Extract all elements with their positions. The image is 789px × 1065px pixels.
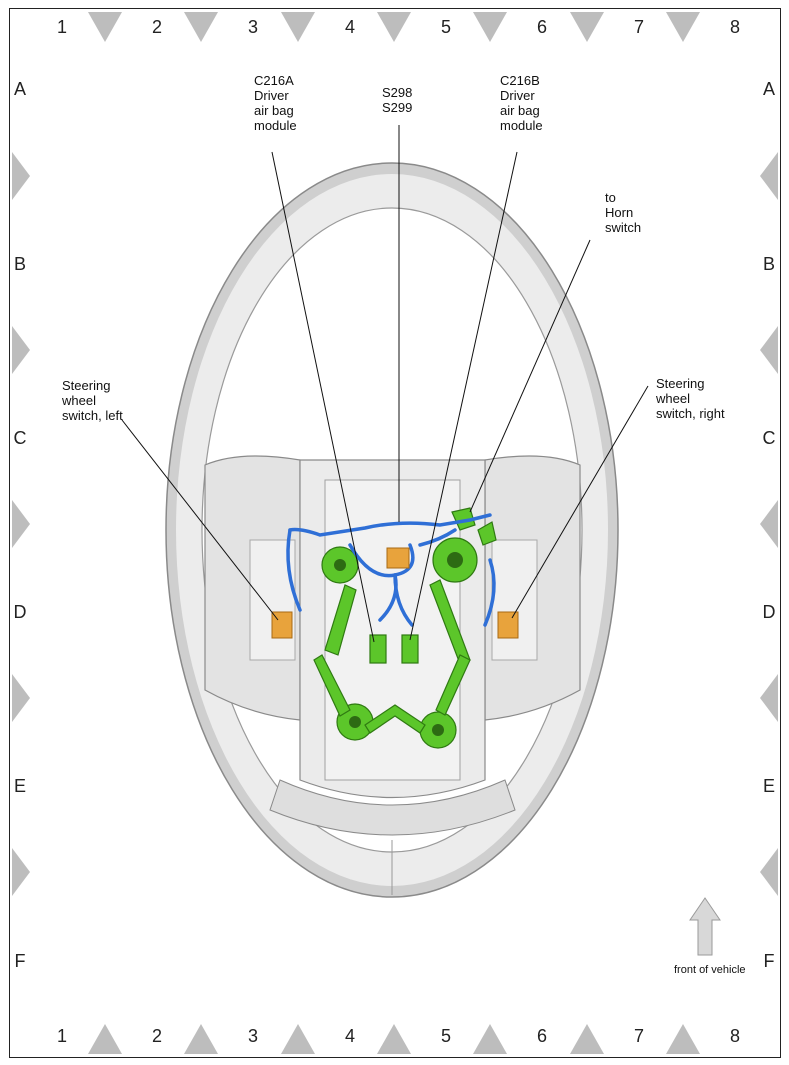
row-label-right-d: D	[762, 602, 776, 622]
bracket-holes	[334, 552, 463, 736]
top-marker	[570, 12, 604, 42]
callout-switch-right: Steering wheel switch, right	[656, 376, 725, 421]
callout-c216b: C216B Driver air bag module	[500, 73, 543, 133]
column-label-top-7: 7	[633, 17, 644, 37]
left-marker	[12, 500, 30, 548]
bracket-block	[369, 634, 387, 664]
top-marker	[473, 12, 507, 42]
bracket-hole	[447, 552, 463, 568]
connector-splice	[386, 547, 410, 569]
leader-c216b	[409, 151, 518, 641]
left-marker	[12, 848, 30, 896]
row-label-left-a: A	[13, 79, 26, 99]
top-marker	[377, 12, 411, 42]
bottom-marker	[570, 1024, 604, 1054]
wire	[483, 558, 496, 627]
leader-horn	[469, 239, 591, 513]
callout-switch-left: Steering wheel switch, left	[62, 378, 123, 423]
wiring-harness	[286, 513, 496, 627]
bracket-block	[401, 634, 419, 664]
bracket-hole	[432, 724, 444, 736]
bracket-hole	[349, 716, 361, 728]
top-marker	[184, 12, 218, 42]
right-marker	[760, 152, 778, 200]
connector-right-switch	[497, 611, 519, 639]
leader-c216a	[271, 151, 375, 643]
row-label-left-d: D	[13, 602, 27, 622]
column-label-bottom-7: 7	[633, 1026, 644, 1046]
front-of-vehicle-label: front of vehicle	[674, 964, 746, 976]
top-marker	[281, 12, 315, 42]
column-label-bottom-2: 2	[151, 1026, 162, 1046]
top-marker	[666, 12, 700, 42]
right-marker	[760, 500, 778, 548]
callout-c216a: C216A Driver air bag module	[254, 73, 297, 133]
leader-switch-left	[121, 419, 279, 621]
bottom-marker	[88, 1024, 122, 1054]
column-label-top-3: 3	[247, 17, 258, 37]
front-arrow-icon	[689, 897, 721, 956]
column-label-bottom-8: 8	[729, 1026, 740, 1046]
column-label-bottom-1: 1	[56, 1026, 67, 1046]
left-marker	[12, 674, 30, 722]
left-marker	[12, 326, 30, 374]
bottom-marker	[473, 1024, 507, 1054]
mounting-brackets	[313, 507, 497, 749]
bottom-marker	[281, 1024, 315, 1054]
bracket-tab	[477, 521, 497, 546]
leader-switch-right	[511, 385, 649, 619]
row-label-right-b: B	[762, 254, 775, 274]
top-marker	[88, 12, 122, 42]
connectors	[271, 547, 519, 639]
column-label-top-1: 1	[56, 17, 67, 37]
column-label-top-2: 2	[151, 17, 162, 37]
row-label-left-c: C	[13, 428, 27, 448]
bracket-arm	[435, 654, 471, 716]
row-label-left-f: F	[14, 951, 26, 971]
bracket-arm	[364, 704, 426, 734]
row-label-right-c: C	[762, 428, 776, 448]
wire	[288, 513, 492, 537]
leader-lines	[121, 125, 649, 643]
column-label-bottom-4: 4	[344, 1026, 355, 1046]
left-marker	[12, 152, 30, 200]
column-label-bottom-3: 3	[247, 1026, 258, 1046]
column-label-bottom-6: 6	[536, 1026, 547, 1046]
bottom-marker	[666, 1024, 700, 1054]
row-label-left-b: B	[13, 254, 26, 274]
wire	[418, 528, 457, 547]
bottom-marker	[377, 1024, 411, 1054]
row-label-left-e: E	[13, 776, 26, 796]
column-label-top-6: 6	[536, 17, 547, 37]
bracket-arm	[313, 654, 351, 717]
callout-horn-switch: to Horn switch	[605, 190, 642, 235]
right-marker	[760, 326, 778, 374]
grid-markers	[12, 12, 778, 1054]
column-label-bottom-5: 5	[440, 1026, 451, 1046]
column-label-top-5: 5	[440, 17, 451, 37]
wire	[286, 528, 302, 612]
callout-s298-s299: S298 S299	[382, 85, 413, 115]
column-label-top-8: 8	[729, 17, 740, 37]
row-label-right-e: E	[762, 776, 775, 796]
right-marker	[760, 848, 778, 896]
column-label-top-4: 4	[344, 17, 355, 37]
bracket-arm	[324, 584, 357, 656]
bracket-tab	[451, 507, 476, 531]
bracket-hole	[334, 559, 346, 571]
row-label-right-f: F	[763, 951, 775, 971]
bottom-marker	[184, 1024, 218, 1054]
wire	[393, 573, 414, 627]
right-marker	[760, 674, 778, 722]
row-label-right-a: A	[762, 79, 775, 99]
